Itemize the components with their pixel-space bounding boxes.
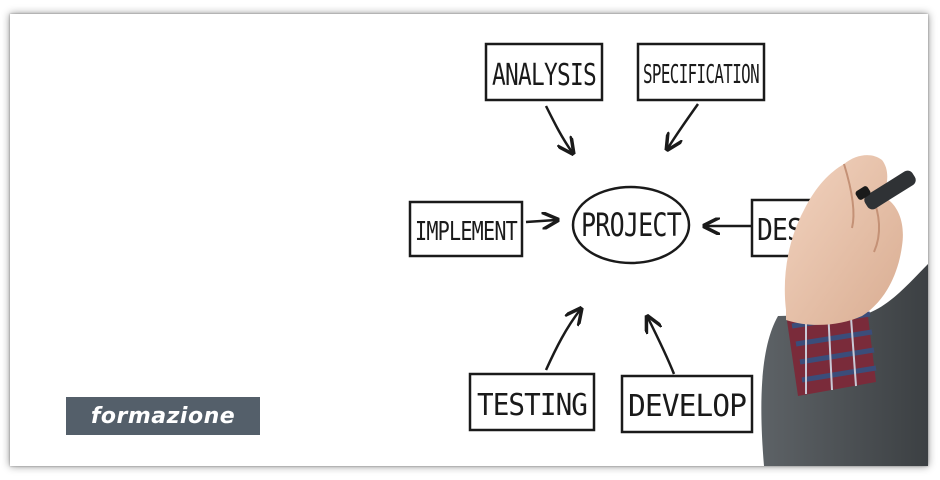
arrow-analysis-to-project — [544, 105, 572, 152]
box-testing: TESTING — [468, 372, 596, 432]
marker-pen-icon — [855, 170, 916, 210]
center-project: PROJECT — [571, 185, 691, 265]
formazione-label: formazione — [90, 403, 236, 429]
box-develop: DEVELOP — [620, 374, 754, 434]
arrow-implement-to-project — [525, 220, 556, 222]
hand-with-marker — [761, 155, 928, 466]
label-analysis: ANALYSIS — [492, 58, 596, 93]
box-analysis: ANALYSIS — [484, 42, 604, 102]
box-specification: SPECIFICATION — [636, 42, 766, 102]
box-implement: IMPLEMENT — [408, 200, 524, 258]
label-testing: TESTING — [477, 388, 587, 423]
banner-frame: ANALYSIS SPECIFICATION IMPLEMENT PROJECT… — [10, 14, 928, 466]
label-specification: SPECIFICATION — [643, 60, 759, 90]
label-implement: IMPLEMENT — [415, 217, 518, 247]
formazione-badge[interactable]: formazione — [66, 397, 260, 435]
whiteboard-photo: ANALYSIS SPECIFICATION IMPLEMENT PROJECT… — [408, 42, 928, 466]
label-develop: DEVELOP — [628, 389, 746, 424]
arrow-specification-to-project — [668, 103, 700, 148]
arrow-testing-to-project — [544, 310, 580, 371]
label-project: PROJECT — [581, 206, 682, 244]
arrow-develop-to-project — [648, 318, 676, 375]
